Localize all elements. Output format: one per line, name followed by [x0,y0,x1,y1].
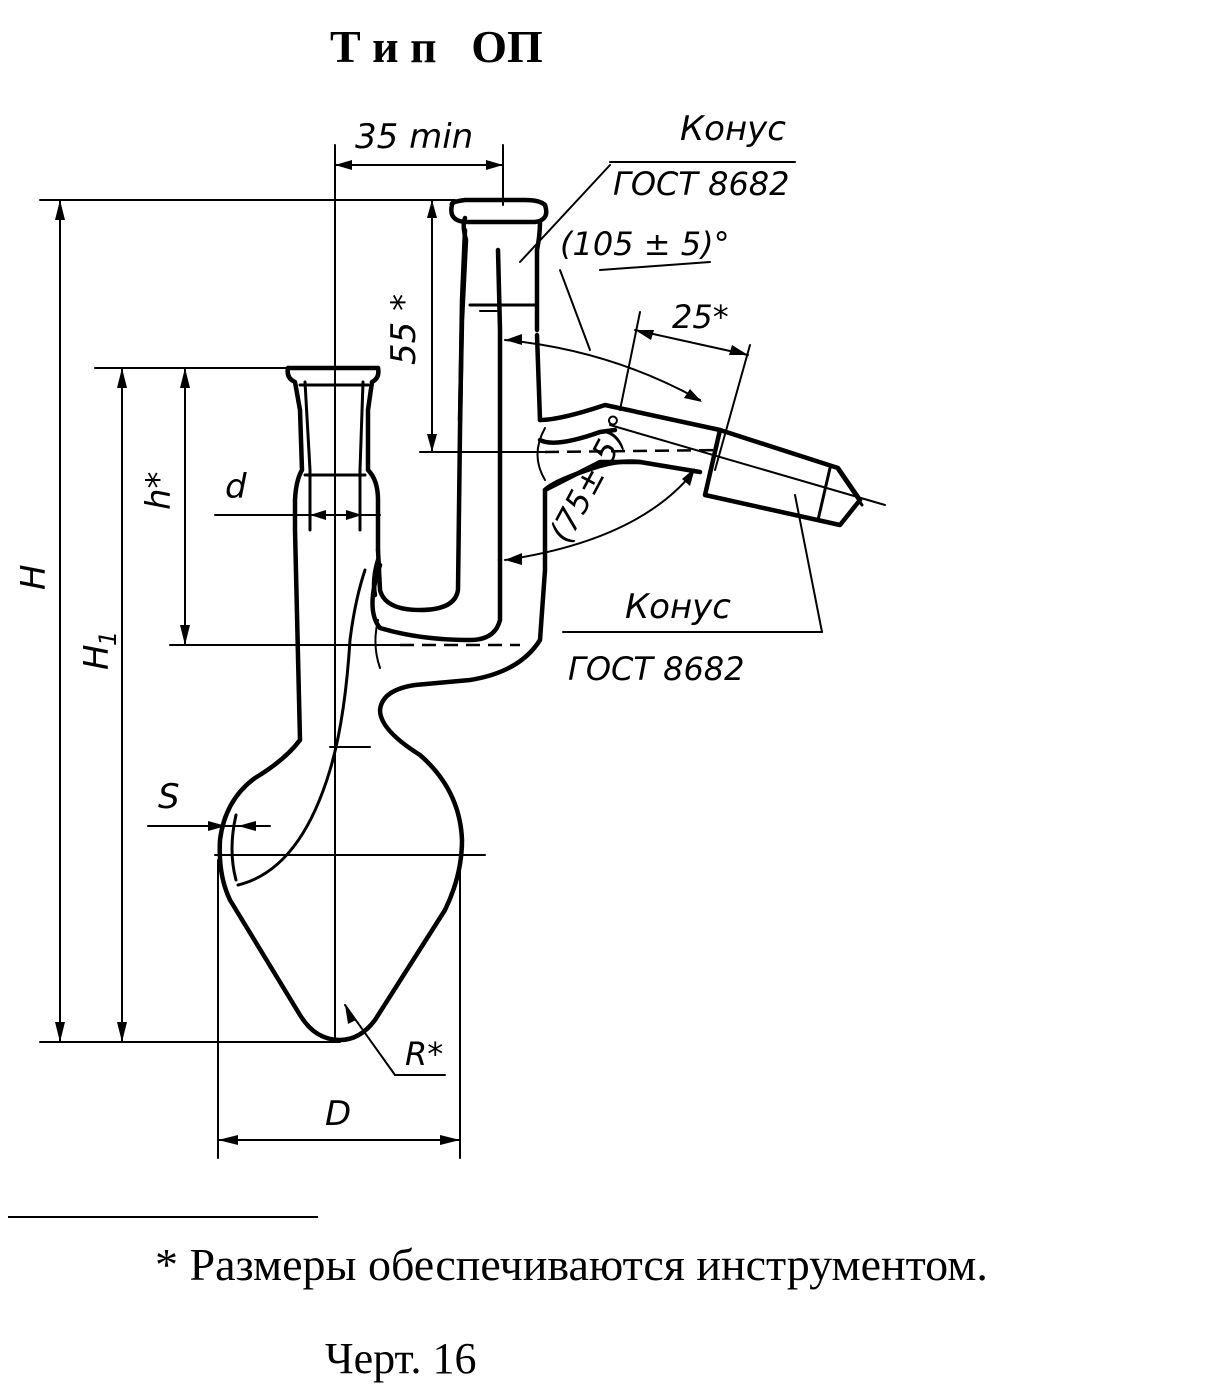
flask-outline [217,197,864,1043]
angle-upper-label: (105 ± 5)° [560,225,730,263]
cone-bottom-standard: ГОСТ 8682 [568,650,745,688]
dim-height1: H [77,644,117,670]
drawing-title: Т и п ОП [330,21,543,72]
dim-side-tube: 25* [672,298,729,336]
section-marks [374,427,546,669]
cone-top-standard: ГОСТ 8682 [613,165,790,203]
dim-height1-sub: 1 [94,631,122,646]
angle-lower-label: (75± 5)° [542,408,641,549]
dim-neck-diameter: d [225,467,247,507]
dim-top-tube: 55 * [384,294,424,365]
dim-diameter: D [325,1094,351,1134]
dim-width-min: 35 min [355,117,473,157]
dim-height1-group: H 1 [77,631,122,670]
dim-total-height: H [14,564,54,590]
dimension-lines [55,160,823,1145]
footnote: * Размеры обеспечиваются инструментом. [155,1239,988,1290]
cone-bottom-label: Конус [625,587,731,627]
dim-neck-height: h* [139,471,179,510]
figure-caption: Черт. 16 [325,1334,476,1383]
cone-top-label: Конус [680,109,786,149]
dim-radius: R* [405,1035,443,1073]
dim-wall: S [158,777,180,817]
